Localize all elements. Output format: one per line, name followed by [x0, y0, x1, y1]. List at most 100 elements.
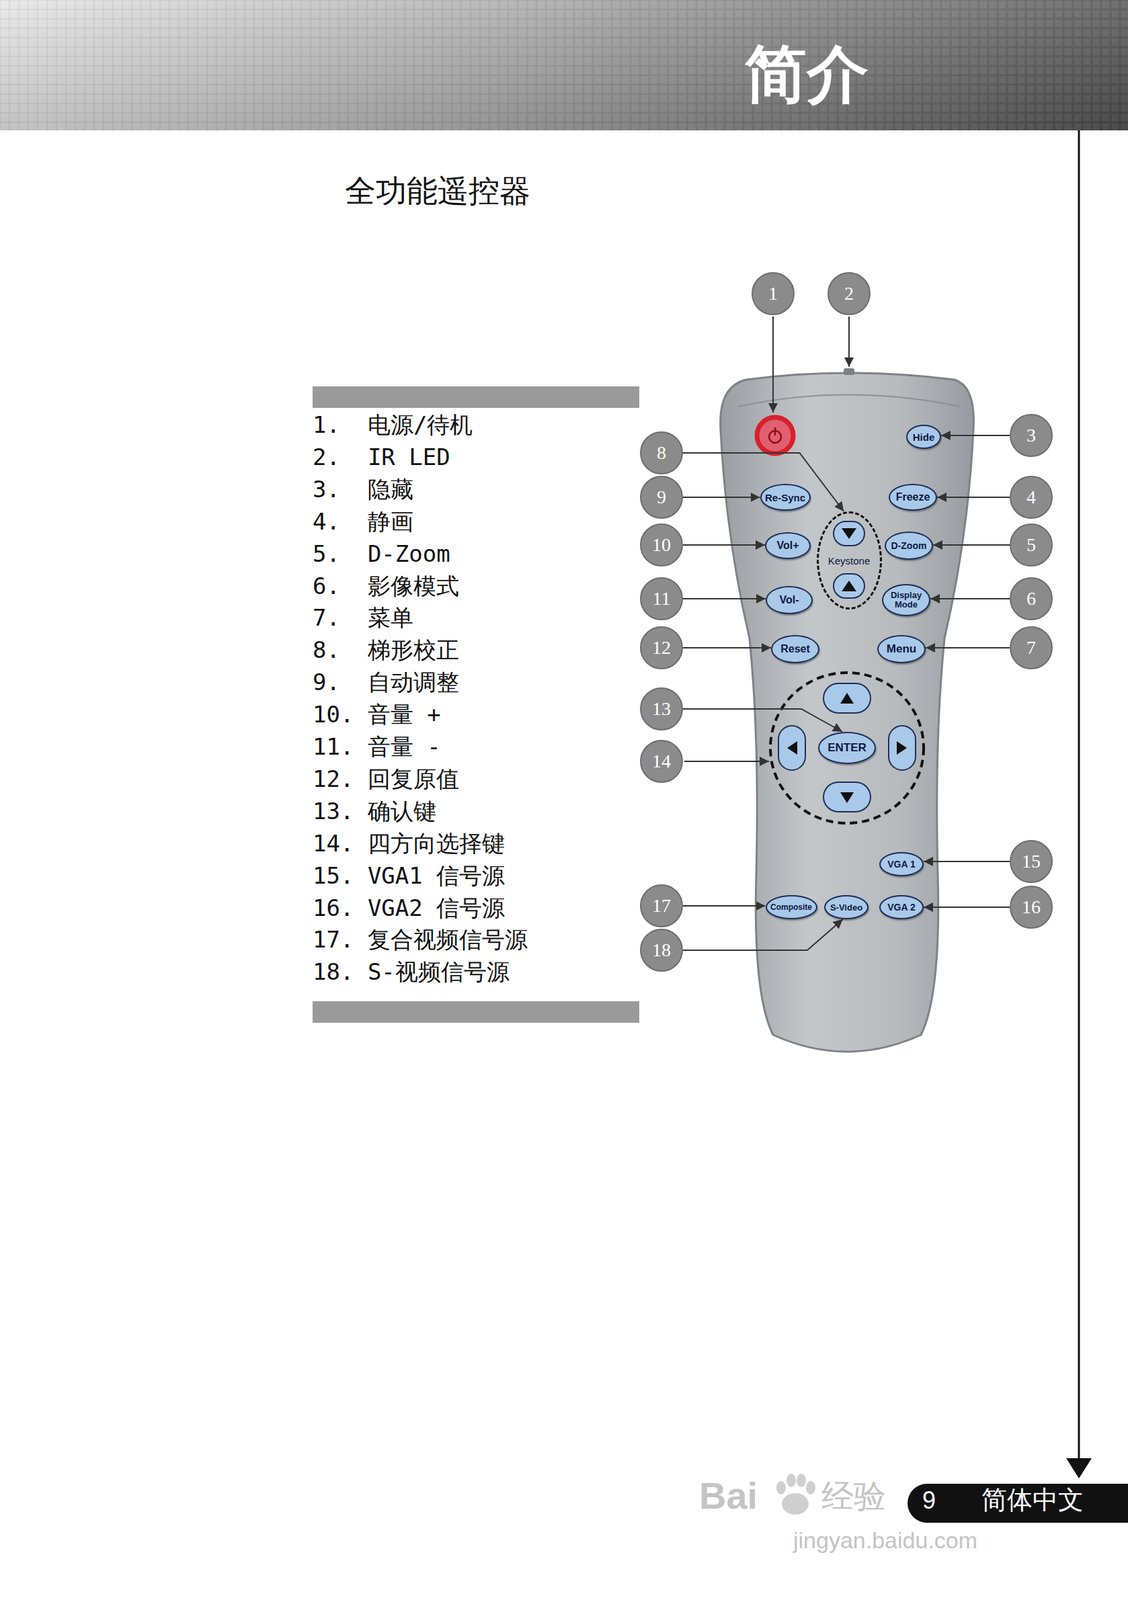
leader-arrow [930, 598, 1010, 600]
leader-arrow [925, 647, 1010, 649]
leader-line [848, 316, 850, 368]
callout-text: 11 [652, 588, 671, 610]
down-button [823, 782, 871, 813]
legend-item: 15. VGA1 信号源 [312, 862, 505, 891]
callout-text: 2 [844, 283, 854, 305]
legend-item: 4. 静画 [312, 508, 414, 536]
header-band [0, 0, 1128, 135]
callout-text: 1 [768, 283, 778, 305]
remote-button: S-Video [824, 895, 869, 920]
button-text: ENTER [827, 741, 867, 755]
callout-text: 3 [1026, 424, 1036, 447]
button-text: Menu [886, 642, 917, 657]
leader-arrow [933, 544, 1010, 546]
up-button [823, 683, 871, 714]
gray-bar [312, 1001, 640, 1024]
callout-text: 10 [652, 534, 671, 556]
button-text: Freeze [896, 491, 931, 504]
remote-button: Menu [877, 635, 926, 664]
remote-button: Composite [765, 895, 818, 920]
callout-text: 9 [656, 486, 667, 509]
callout-number: 2 [827, 272, 871, 316]
leader-arrow [941, 434, 1010, 437]
watermark-url: jingyan.baidu.com [793, 1527, 978, 1555]
callout-number: 5 [1009, 523, 1053, 567]
remote-button: Display Mode [881, 584, 931, 617]
footer-pill [907, 1484, 1128, 1524]
legend-item: 11. 音量 - [312, 733, 441, 761]
button-text: Display Mode [887, 590, 925, 610]
leader-line [684, 760, 770, 763]
callout-text: 12 [652, 637, 671, 659]
callout-text: 16 [1021, 896, 1041, 919]
callout-number: 1 [751, 272, 795, 316]
leader-line [772, 316, 774, 413]
remote-seam [738, 395, 960, 408]
legend-item: 3. 隐藏 [312, 475, 414, 504]
remote-button: ENTER [818, 732, 876, 765]
watermark-paw [776, 1474, 816, 1516]
legend-item: 16. VGA2 信号源 [312, 894, 505, 923]
leader-arrow [682, 647, 772, 649]
button-text: VGA 2 [887, 902, 916, 913]
callout-text: 14 [652, 750, 671, 773]
watermark: 经验 [821, 1477, 886, 1517]
remote-button: Freeze [888, 484, 938, 511]
callout-number: 6 [1009, 577, 1053, 621]
section-heading: 简介 [744, 37, 869, 112]
legend-item: 9. 自动调整 [312, 668, 460, 697]
leader-arrow [682, 496, 761, 499]
page-arrow [1066, 1458, 1092, 1479]
keystone-down-button [833, 521, 865, 546]
callout-number: 12 [639, 626, 683, 670]
callout-text: 15 [1021, 851, 1041, 873]
callout-number: 17 [639, 884, 683, 928]
callout-number: 13 [639, 687, 683, 731]
leader-arrow [923, 861, 1010, 863]
button-text: Composite [770, 902, 813, 913]
page-number: 9 [922, 1486, 936, 1516]
callout-text: 13 [652, 698, 671, 720]
callout-number: 11 [639, 577, 683, 621]
remote-button: VGA 2 [879, 895, 924, 920]
callout-number: 3 [1009, 414, 1053, 458]
leader-arrow [682, 919, 843, 951]
callout-text: 18 [652, 939, 671, 962]
legend-item: 18. S-视频信号源 [312, 958, 510, 987]
legend-item: 2. IR LED [312, 443, 451, 472]
callout-number: 14 [639, 740, 683, 784]
legend-item: 13. 确认键 [312, 797, 437, 826]
keystone-group: Keystone [816, 511, 882, 610]
callout-text: 8 [656, 442, 667, 464]
button-text: Hide [912, 431, 936, 443]
button-text: VGA 1 [887, 859, 916, 870]
button-text: Keystone [828, 555, 871, 567]
leader-arrow [682, 905, 766, 907]
callout-number: 16 [1009, 885, 1053, 930]
button-text: Vol- [779, 594, 799, 607]
remote-button: Re-Sync [760, 484, 811, 511]
leader-arrow [682, 709, 843, 733]
legend-item: 10. 音量 + [312, 701, 441, 729]
direction-ring [770, 672, 924, 824]
callout-text: 7 [1026, 637, 1036, 659]
leader-arrow [937, 496, 1010, 499]
callout-text: 5 [1026, 534, 1036, 556]
button-text: Reset [780, 643, 811, 656]
callout-number: 15 [1009, 840, 1053, 884]
remote-button: Vol+ [764, 532, 811, 560]
legend-item: 17. 复合视频信号源 [312, 926, 528, 954]
callout-number: 10 [639, 523, 683, 567]
remote-button: Hide [906, 424, 942, 450]
leader-arrow [682, 544, 765, 546]
callout-number: 9 [639, 475, 683, 519]
legend-item: 12. 回复原值 [312, 765, 460, 794]
page-title: 全功能遥控器 [344, 170, 531, 213]
power-button [756, 417, 794, 454]
watermark: Bai [699, 1473, 758, 1519]
legend-item: 1. 电源/待机 [312, 411, 473, 439]
button-text: Re-Sync [764, 492, 806, 504]
